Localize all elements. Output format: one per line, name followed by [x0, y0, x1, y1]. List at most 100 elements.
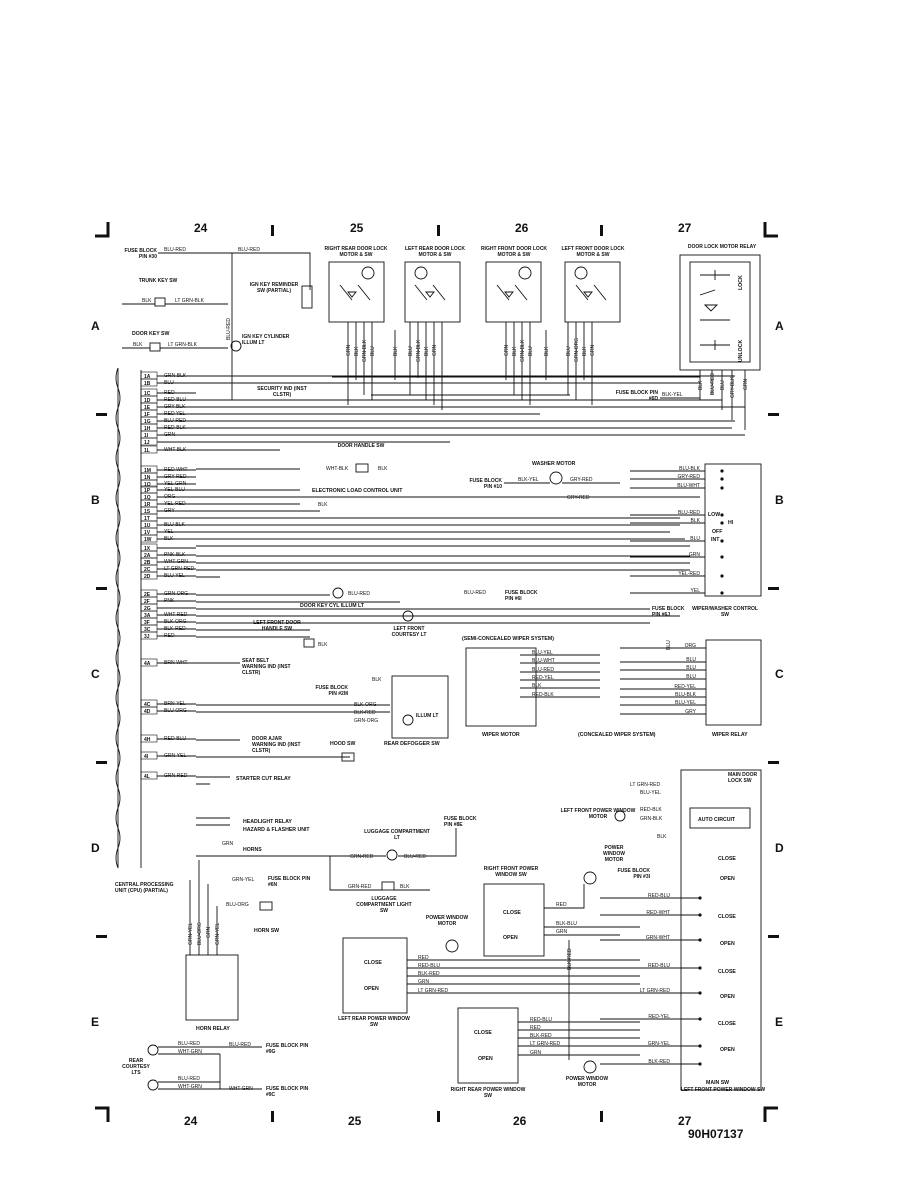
cpu-pin-number: 1Q — [144, 495, 151, 501]
cpu-pin-number: 1U — [144, 523, 151, 529]
cpu-pin-number: 2B — [144, 560, 151, 566]
wire-rf-4: BLK — [544, 346, 550, 356]
door-handle-sw-label: DOOR HANDLE SW — [337, 443, 385, 449]
relay-fuse-6d: FUSE BLOCK PIN #6D — [615, 390, 658, 402]
cpu-wire-runs — [196, 375, 745, 857]
wiper-sw-wire-label: BLU-BLK — [679, 466, 701, 472]
rr-motor-wires: GRN BLK GRN-BLK BLU — [346, 322, 376, 405]
fuse-10-label: FUSE BLOCK PIN #10 — [469, 478, 503, 490]
wiper-sw-contact — [720, 469, 724, 473]
cpu-pin-number: 1J — [144, 440, 150, 446]
cpu-pin-number: 1X — [144, 546, 151, 552]
cpu-pin-box — [140, 751, 158, 760]
relay-wire-0: BLK — [698, 380, 704, 390]
wire-rf-0: GRN — [504, 345, 510, 357]
rr-window-sw-label: RIGHT REAR POWER WINDOW SW — [450, 1087, 526, 1099]
door-handle-switch — [355, 463, 369, 473]
trunk-lt-grn-blk: LT GRN-BLK — [175, 298, 205, 304]
hood-switch — [341, 752, 355, 762]
row-label-e-left: E — [91, 1015, 99, 1029]
wire-lr-3: BLK — [424, 346, 430, 356]
wire-blk-auto: BLK — [657, 834, 667, 840]
cpu-pin-number: 1O — [144, 482, 151, 488]
security-ind-label: SECURITY IND (INST CLSTR) — [257, 386, 307, 398]
wire-blu-red-1: BLU-RED — [164, 247, 186, 253]
horn-vwire-0: GRN-YEL — [188, 923, 194, 945]
main-door-lock-sw-label: MAIN DOOR LOCK SW — [728, 772, 758, 784]
cpu-pin-number: 3F — [144, 620, 150, 626]
wiper-motor-box — [465, 647, 537, 727]
wire-blu-red-2: BLU-RED — [238, 247, 260, 253]
wire-rf-3: BLU — [528, 346, 534, 356]
main-sw-wire-label: RED-WHT — [646, 910, 670, 916]
wiper-sw-wire-label: BLU-RED — [678, 510, 700, 516]
lr-wire-label: LT GRN-RED — [418, 988, 448, 994]
main-sw-open-label: OPEN — [720, 876, 735, 882]
lr-motor-wires: BLK BLU GRN-BLK BLK GRN — [393, 322, 443, 410]
rf-wire-2: GRN — [556, 929, 568, 935]
wiper-motor-wire-label: BLU-RED — [532, 667, 554, 673]
rr-lock-motor-box — [328, 261, 385, 323]
rr-window-motor-icon — [583, 1060, 597, 1074]
cpu-pin-number: 4L — [144, 774, 150, 780]
cpu-pin-number: 1M — [144, 468, 151, 474]
cpu-pin-box — [140, 771, 158, 780]
lf-window-sw-label: LEFT FRONT POWER WINDOW SW — [680, 1087, 766, 1093]
lf-lock-motor-box — [564, 261, 621, 323]
row-label-a-left: A — [91, 319, 100, 333]
courtesy-bulb-icon — [402, 610, 414, 622]
luggage-sw-label: LUGGAGE COMPARTMENT LIGHT SW — [356, 896, 412, 914]
lf-motor-wires: BLU GRN-ORG BLK GRN — [566, 322, 596, 405]
cpu-pin-number: 1G — [144, 419, 151, 425]
lf-window-motor-icon — [614, 810, 626, 822]
wire-blu-red-v: BLU-RED — [226, 318, 232, 340]
horn-relay-label: HORN RELAY — [196, 1026, 230, 1032]
wire-grn-org: GRN-ORG — [354, 718, 378, 724]
lr-motor-icon — [414, 266, 428, 280]
fuse-6j-label: FUSE BLOCK PIN #6J — [652, 606, 685, 618]
header-left-front-lock: LEFT FRONT DOOR LOCK MOTOR & SW — [561, 246, 625, 258]
main-sw-contact — [698, 1044, 702, 1048]
door-lock-relay: LOCK UNLOCK BLK BLU-RED BLU GRY-BLK GRN … — [615, 254, 761, 430]
horn-sw-label: HORN SW — [254, 928, 279, 934]
wiper-relay-wire-label: BLU-YEL — [675, 700, 696, 706]
luggage-lt-label: LUGGAGE COMPARTMENT LT — [364, 829, 430, 841]
ign-reminder-switch — [301, 285, 313, 309]
main-sw-close-label: CLOSE — [718, 969, 736, 975]
relay-blk-yel: BLK-YEL — [662, 392, 683, 398]
relay-wire-3: GRY-BLK — [730, 376, 736, 398]
main-sw-label: MAIN SW — [706, 1080, 729, 1086]
header-left-rear-lock: LEFT REAR DOOR LOCK MOTOR & SW — [405, 246, 465, 258]
lf-handle-switch — [303, 638, 315, 648]
seat-belt-label: SEAT BELT WARNING IND (INST CLSTR) — [242, 658, 291, 676]
cpu-pin-box — [140, 706, 158, 715]
wire-rr-1: BLK — [354, 346, 360, 356]
cpu-pin-number: 1R — [144, 502, 151, 508]
horn-switch — [259, 901, 273, 911]
wiper-hi-label: HI — [728, 520, 734, 526]
wire-lf-0: BLU — [566, 346, 572, 356]
horn-vwire-3: GRN-YEL — [215, 923, 221, 945]
wiper-sw-wire-label: YEL — [691, 588, 701, 594]
wiper-motor-wire-label: BLU-WHT — [532, 658, 555, 664]
door-lock-motors: RIGHT REAR DOOR LOCK MOTOR & SW LEFT REA… — [324, 244, 756, 410]
lr-window-sw-box — [342, 937, 408, 1014]
horn-vwire-2: GRN — [206, 927, 212, 939]
cpu-pin-number: 1N — [144, 475, 151, 481]
cpu-pin-number: 1P — [144, 488, 151, 494]
cpu-pin-box — [140, 479, 158, 488]
main-sw-wire-label: GRN-YEL — [648, 1041, 670, 1047]
rf-window-motor-icon — [583, 871, 597, 885]
frame-marks — [95, 222, 779, 1122]
cpu-pin-number: 2G — [144, 606, 151, 612]
wire-grn-yel-horn: GRN-YEL — [232, 877, 254, 883]
wire-blu-red-c1: BLU-RED — [178, 1041, 200, 1047]
lr-lock-motor-box — [404, 261, 461, 323]
wire-gry-red-washer: GRY-RED — [570, 477, 593, 483]
wire-grn-red-lug2: GRN-RED — [348, 884, 372, 890]
wiper-sw-wire-label: BLU-WHT — [677, 483, 700, 489]
wire-blk-lug: BLK — [400, 884, 410, 890]
col-label-25-top: 25 — [350, 221, 364, 235]
